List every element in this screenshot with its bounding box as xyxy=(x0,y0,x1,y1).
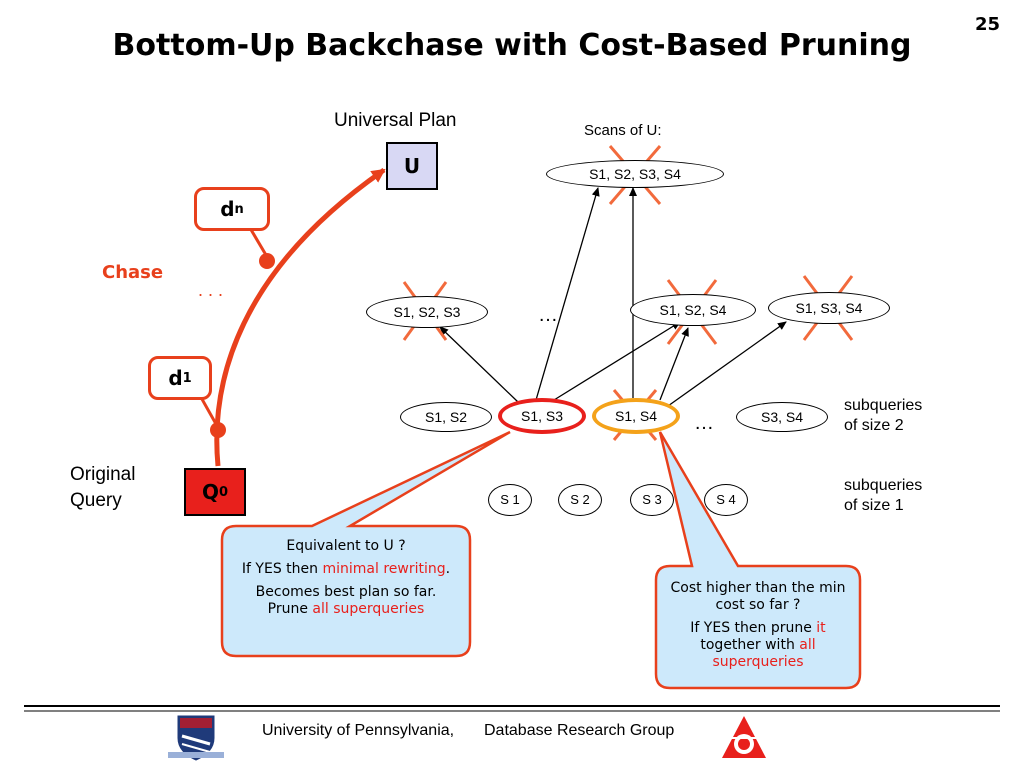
node-s1s2: S1, S2 xyxy=(400,402,492,432)
callout-right-line2: If YES then prune it together with all s… xyxy=(690,620,826,670)
node-s1s3s4: S1, S3, S4 xyxy=(768,292,890,324)
research-group-logo xyxy=(722,716,766,758)
callout-left-line3: Becomes best plan so far. xyxy=(255,584,437,600)
footer-group: Database Research Group xyxy=(484,722,675,739)
node-s3: S 3 xyxy=(630,484,674,516)
original-query-label: Original Query xyxy=(70,462,135,514)
callout-right-line1: Cost higher than the min cost so far ? xyxy=(670,580,846,613)
size3-ellipsis: … xyxy=(538,304,558,326)
q0-subscript: 0 xyxy=(218,484,229,500)
node-s3s4: S3, S4 xyxy=(736,402,828,432)
callout-right: Cost higher than the min cost so far ? I… xyxy=(658,570,858,687)
page-title: Bottom-Up Backchase with Cost-Based Prun… xyxy=(112,28,912,63)
chase-point-upper xyxy=(259,253,275,269)
node-s1s2s3s4: S1, S2, S3, S4 xyxy=(546,160,724,188)
footer-institution: University of Pennsylvania, xyxy=(262,722,455,739)
node-s1: S 1 xyxy=(488,484,532,516)
callout-left-shape xyxy=(220,430,511,658)
universal-plan-box: U xyxy=(386,142,438,190)
callout-left-line4: Prune all superqueries xyxy=(267,601,425,617)
d1-subscript: 1 xyxy=(182,370,192,386)
node-s1s3: S1, S3 xyxy=(498,398,586,434)
node-s4: S 4 xyxy=(704,484,748,516)
original-query-line2: Query xyxy=(70,490,122,511)
d1-label: d xyxy=(168,366,183,390)
node-s2: S 2 xyxy=(558,484,602,516)
callout-left-highlight-superqueries: all superqueries xyxy=(312,601,425,617)
callout-left-highlight-rewriting: minimal rewriting xyxy=(322,561,446,577)
q0-label: Q xyxy=(201,480,219,504)
arrow-s1s3-to-s1s2s3 xyxy=(439,326,519,403)
callout-right-highlight-superqueries: all superqueries xyxy=(712,637,816,670)
arrow-s1s3-to-top xyxy=(535,187,600,401)
subqueries-size1-line2: of size 1 xyxy=(844,497,904,514)
subqueries-size1-line1: subqueries xyxy=(844,477,923,494)
node-s1s2s4: S1, S2, S4 xyxy=(630,294,756,326)
penn-shield-logo xyxy=(168,715,224,761)
arrow-s1s3-to-s1s3s4 xyxy=(553,321,681,401)
universal-plan-box-label: U xyxy=(403,154,421,178)
dn-subscript: n xyxy=(234,201,244,217)
callout-left-line1: Equivalent to U ? xyxy=(286,538,406,554)
universal-plan-label: Universal Plan xyxy=(334,110,457,131)
chase-ellipsis: . . . xyxy=(198,280,224,300)
subqueries-size2-line2: of size 2 xyxy=(844,417,904,434)
callout-left: Equivalent to U ? If YES then minimal re… xyxy=(224,528,468,634)
chase-label: Chase xyxy=(102,262,164,283)
subqueries-size2-line1: subqueries xyxy=(844,397,923,414)
arrow-s1s4-to-s1s3s4b xyxy=(667,321,787,407)
callout-right-shape xyxy=(654,431,862,690)
node-s1s4: S1, S4 xyxy=(592,398,680,434)
node-s1s2s3: S1, S2, S3 xyxy=(366,296,488,328)
callout-right-highlight-it: it xyxy=(816,620,826,636)
dn-label: d xyxy=(220,197,235,221)
callout-left-line2: If YES then minimal rewriting. xyxy=(241,561,451,577)
subqueries-size2-label: subqueries of size 2 xyxy=(844,396,922,436)
size2-ellipsis: … xyxy=(694,412,714,434)
original-query-line1: Original xyxy=(70,464,136,485)
chase-point-lower xyxy=(210,422,226,438)
scans-of-u-label: Scans of U: xyxy=(584,122,662,139)
subqueries-size1-label: subqueries of size 1 xyxy=(844,476,922,516)
arrow-s1s4-to-s1s2s4 xyxy=(659,327,689,401)
page-number: 25 xyxy=(974,14,1000,35)
